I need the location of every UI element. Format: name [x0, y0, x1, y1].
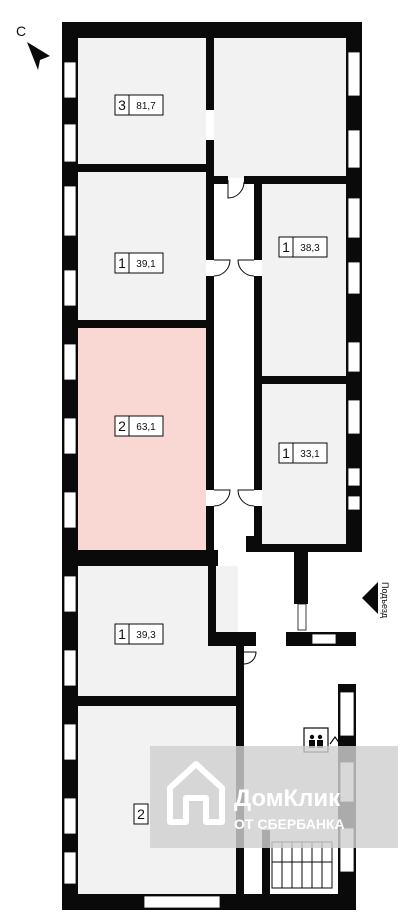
room-count: 1 — [118, 255, 126, 271]
room-area: 39,1 — [136, 259, 156, 270]
room-label-1[interactable]: 3 81,7 — [114, 94, 164, 116]
entrance-label: Подъезд — [380, 582, 390, 619]
room-count: 1 — [282, 239, 290, 255]
room-count: 2 — [118, 418, 126, 434]
room-label-3[interactable]: 1 38,3 — [278, 236, 328, 258]
entrance-arrow-icon — [362, 582, 378, 614]
watermark-subtitle: ОТ СБЕРБАНКА — [234, 816, 345, 832]
entrance-marker: Подъезд — [362, 582, 390, 619]
watermark: ДомКлик ОТ СБЕРБАНКА — [150, 746, 398, 848]
room-label-4[interactable]: 2 63,1 — [114, 415, 164, 437]
stairs — [271, 841, 333, 889]
room-area: 39,3 — [136, 630, 156, 641]
room-floor-3 — [262, 184, 346, 376]
room-area: 38,3 — [300, 243, 320, 254]
room-count: 1 — [282, 445, 290, 461]
compass-letter: С — [16, 23, 26, 39]
room-label-6[interactable]: 1 39,3 — [114, 623, 164, 645]
room-label-5[interactable]: 1 33,1 — [278, 442, 328, 464]
room-area: 33,1 — [300, 449, 320, 460]
room-count: 3 — [118, 97, 126, 113]
room-area: 63,1 — [136, 422, 156, 433]
room-area: 81,7 — [136, 101, 156, 112]
north-arrow-icon — [27, 42, 50, 70]
room-label-7[interactable]: 2 — [133, 803, 149, 825]
room-labels: 3 81,7 1 39,1 1 38,3 2 63,1 1 33,1 — [114, 94, 328, 825]
watermark-title: ДомКлик — [234, 785, 341, 812]
room-label-2[interactable]: 1 39,1 — [114, 252, 164, 274]
house-logo-icon — [167, 761, 225, 825]
room-floor-5 — [262, 384, 346, 544]
room-count: 2 — [137, 806, 145, 822]
room-count: 1 — [118, 626, 126, 642]
compass: С — [16, 23, 50, 70]
room-floor-4-selected — [78, 328, 206, 550]
doors — [213, 180, 257, 665]
room-floor-nw-right — [214, 38, 346, 178]
room-floor-2 — [78, 172, 206, 320]
